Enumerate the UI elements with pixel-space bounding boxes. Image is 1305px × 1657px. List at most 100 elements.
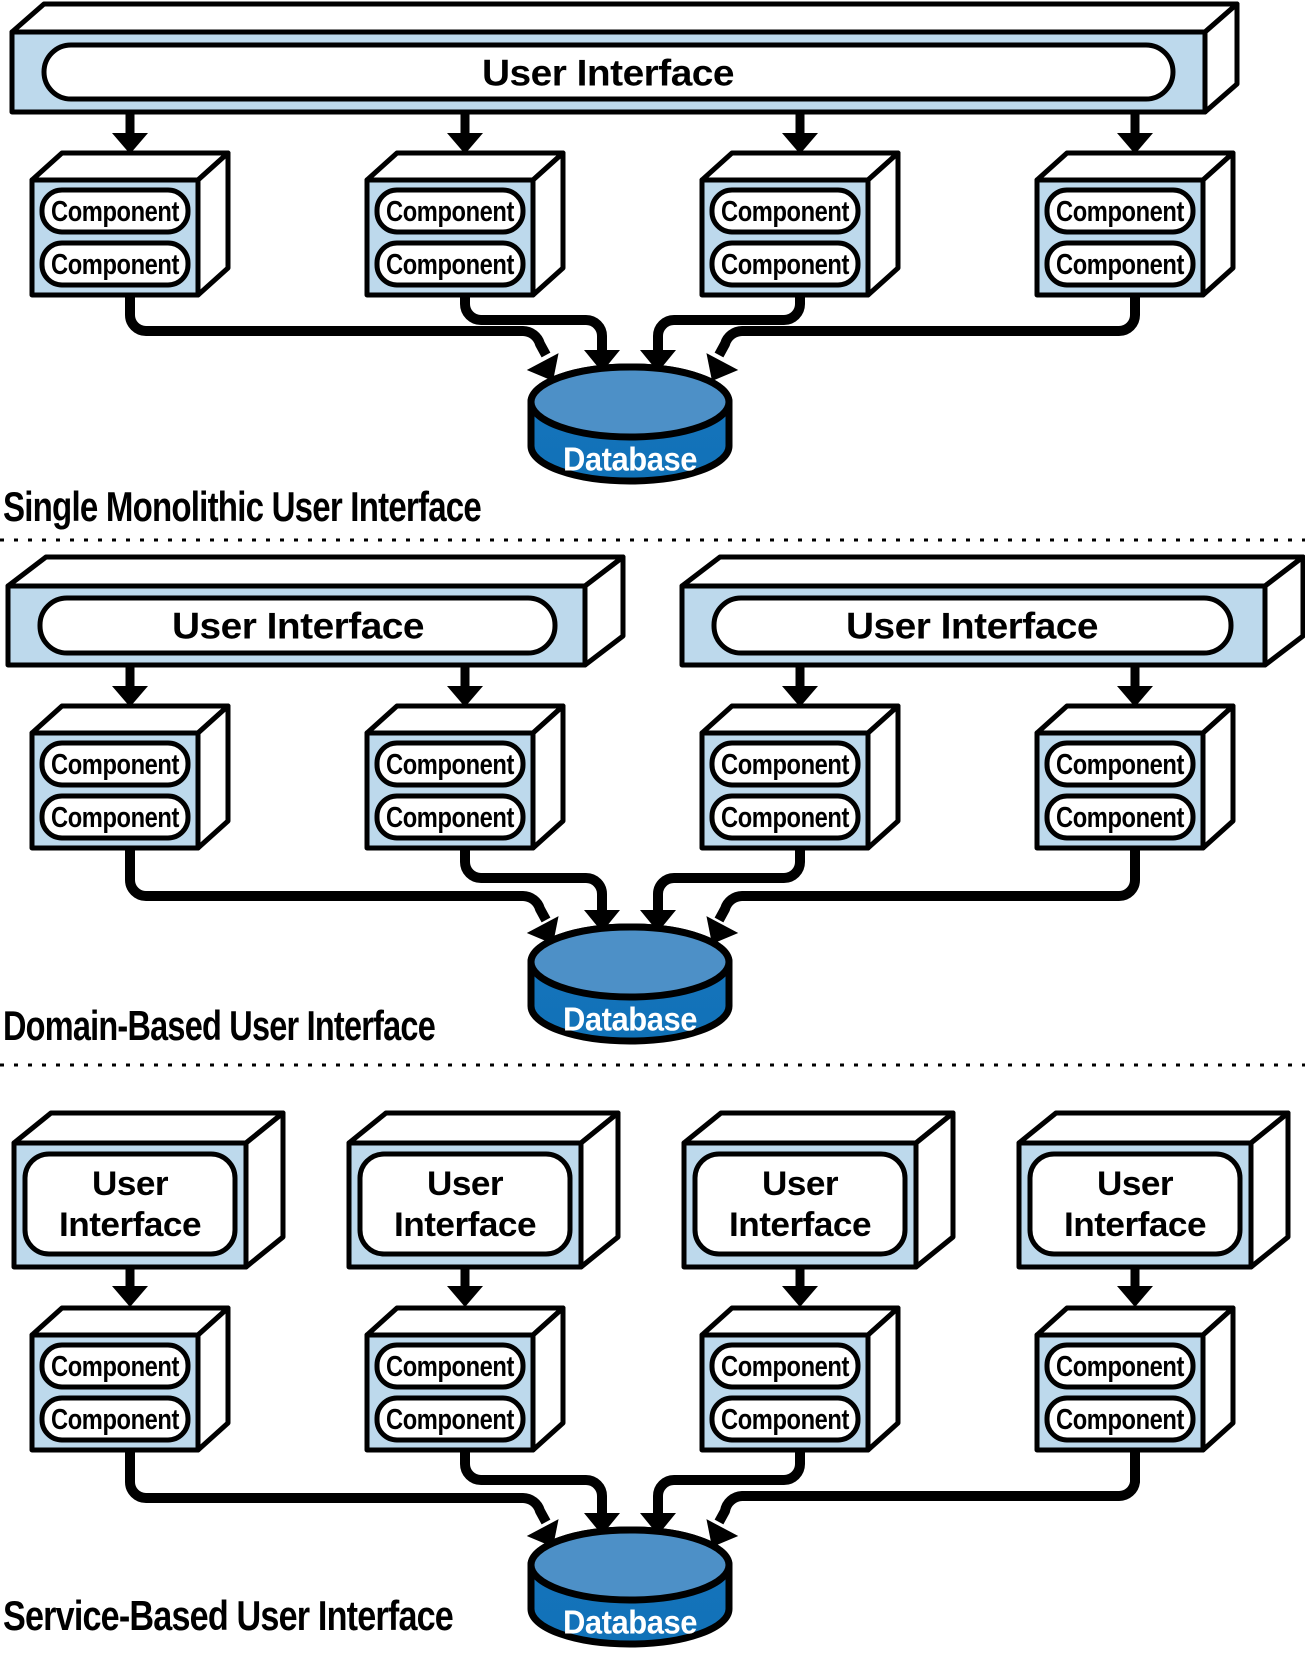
- component-pill: [1044, 240, 1196, 288]
- ui-bar-monolithic: User Interface: [9, 1, 1240, 115]
- component-label: Component: [386, 749, 515, 781]
- component-pill: [374, 740, 526, 788]
- ui-bar-pill: [37, 595, 558, 656]
- ui-box-label-line2: Interface: [394, 1206, 536, 1244]
- database-cylinder: Database: [527, 923, 733, 1045]
- arrowhead-icon: [112, 686, 148, 707]
- component-pill: [39, 740, 191, 788]
- arrowhead-icon: [526, 916, 559, 944]
- component-label: Component: [721, 1404, 850, 1436]
- arrowhead-icon: [640, 910, 676, 932]
- ui-box-label-line1: User: [92, 1165, 168, 1203]
- ui-box-label-line1: User: [1097, 1165, 1173, 1203]
- connector-component-to-database: [125, 1450, 1140, 1547]
- arrowhead-icon: [640, 350, 676, 372]
- ui-box-side-face: [578, 1110, 621, 1270]
- section-title: Domain-Based User Interface: [3, 1002, 435, 1049]
- component-pill: [1044, 740, 1196, 788]
- component-pill: [1044, 793, 1196, 841]
- ui-bar-label: User Interface: [846, 606, 1098, 647]
- component-label: Component: [386, 1404, 515, 1436]
- component-box-side-face: [195, 1305, 231, 1453]
- connector-component-to-database: [125, 848, 1140, 944]
- ui-bar-label: User Interface: [482, 53, 734, 94]
- database-label: Database: [563, 1001, 697, 1038]
- component-box-top-face: [29, 150, 231, 183]
- section-monolithic: User Interface Component Component Compo…: [0, 1, 1305, 542]
- component-box: Component Component: [699, 703, 901, 851]
- component-label: Component: [1056, 196, 1185, 228]
- arrowhead-icon: [584, 910, 620, 932]
- component-pill: [709, 740, 861, 788]
- component-label: Component: [51, 1351, 180, 1383]
- arrowhead-icon: [706, 1519, 739, 1547]
- ui-bar-label: User Interface: [172, 606, 424, 647]
- database-label: Database: [563, 1604, 697, 1641]
- component-label: Component: [721, 196, 850, 228]
- section-service-based: User Interface User Interface User Inter…: [3, 1110, 1291, 1648]
- arrowhead-icon: [584, 1513, 620, 1535]
- component-box-top-face: [1034, 703, 1236, 736]
- component-label: Component: [1056, 1351, 1185, 1383]
- component-pill: [1044, 1395, 1196, 1443]
- component-box-top-face: [364, 150, 566, 183]
- component-box-side-face: [865, 1305, 901, 1453]
- ui-box-side-face: [913, 1110, 956, 1270]
- arrowhead-icon: [782, 686, 818, 707]
- ui-box-pill: [1027, 1151, 1243, 1257]
- component-pill: [39, 1342, 191, 1390]
- arrowhead-icon: [640, 1513, 676, 1535]
- component-pill: [709, 187, 861, 235]
- database-top: [527, 363, 733, 441]
- component-label: Component: [721, 249, 850, 281]
- component-pill: [374, 1395, 526, 1443]
- component-box-top-face: [1034, 1305, 1236, 1338]
- ui-box-label-line2: Interface: [59, 1206, 201, 1244]
- arrowhead-icon: [1117, 133, 1153, 154]
- arrowhead-icon: [447, 1286, 483, 1307]
- component-pill: [39, 793, 191, 841]
- component-box-top-face: [699, 1305, 901, 1338]
- component-pill: [709, 793, 861, 841]
- component-label: Component: [386, 802, 515, 834]
- ui-bar-domain-left: User Interface: [5, 554, 626, 668]
- ui-bar-pill: [711, 595, 1234, 656]
- arrowhead-icon: [782, 133, 818, 154]
- component-box-side-face: [1200, 150, 1236, 298]
- arrowhead-icon: [706, 916, 739, 944]
- component-box: Component Component: [1034, 703, 1236, 851]
- ui-box-side-face: [243, 1110, 286, 1270]
- ui-bar-top-face: [5, 554, 626, 589]
- arrowhead-icon: [112, 1286, 148, 1307]
- component-label: Component: [51, 802, 180, 834]
- arrowhead-icon: [1117, 686, 1153, 707]
- component-label: Component: [1056, 249, 1185, 281]
- component-box-side-face: [865, 150, 901, 298]
- section-title: Service-Based User Interface: [3, 1592, 453, 1639]
- database-cylinder: Database: [527, 1526, 733, 1648]
- component-box-side-face: [195, 703, 231, 851]
- component-pill: [709, 1342, 861, 1390]
- section-title: Single Monolithic User Interface: [3, 483, 481, 530]
- component-box-top-face: [1034, 150, 1236, 183]
- ui-box-label-line1: User: [427, 1165, 503, 1203]
- ui-box-label-line1: User: [762, 1165, 838, 1203]
- component-pill: [39, 187, 191, 235]
- component-pill: [709, 1395, 861, 1443]
- ui-box-service: User Interface: [346, 1110, 621, 1270]
- component-box-top-face: [699, 150, 901, 183]
- component-box: Component Component: [364, 703, 566, 851]
- arrowhead-icon: [1117, 1286, 1153, 1307]
- component-label: Component: [386, 1351, 515, 1383]
- ui-box-service: User Interface: [681, 1110, 956, 1270]
- component-box: Component Component: [364, 1305, 566, 1453]
- arrow-ui-to-component: [112, 1267, 1153, 1307]
- component-box: Component Component: [1034, 150, 1236, 298]
- component-box: Component Component: [1034, 1305, 1236, 1453]
- database-top: [527, 1526, 733, 1604]
- component-box-side-face: [530, 150, 566, 298]
- connector-component-to-database: [125, 295, 1140, 381]
- ui-box-top-face: [1016, 1110, 1291, 1146]
- component-pill: [374, 793, 526, 841]
